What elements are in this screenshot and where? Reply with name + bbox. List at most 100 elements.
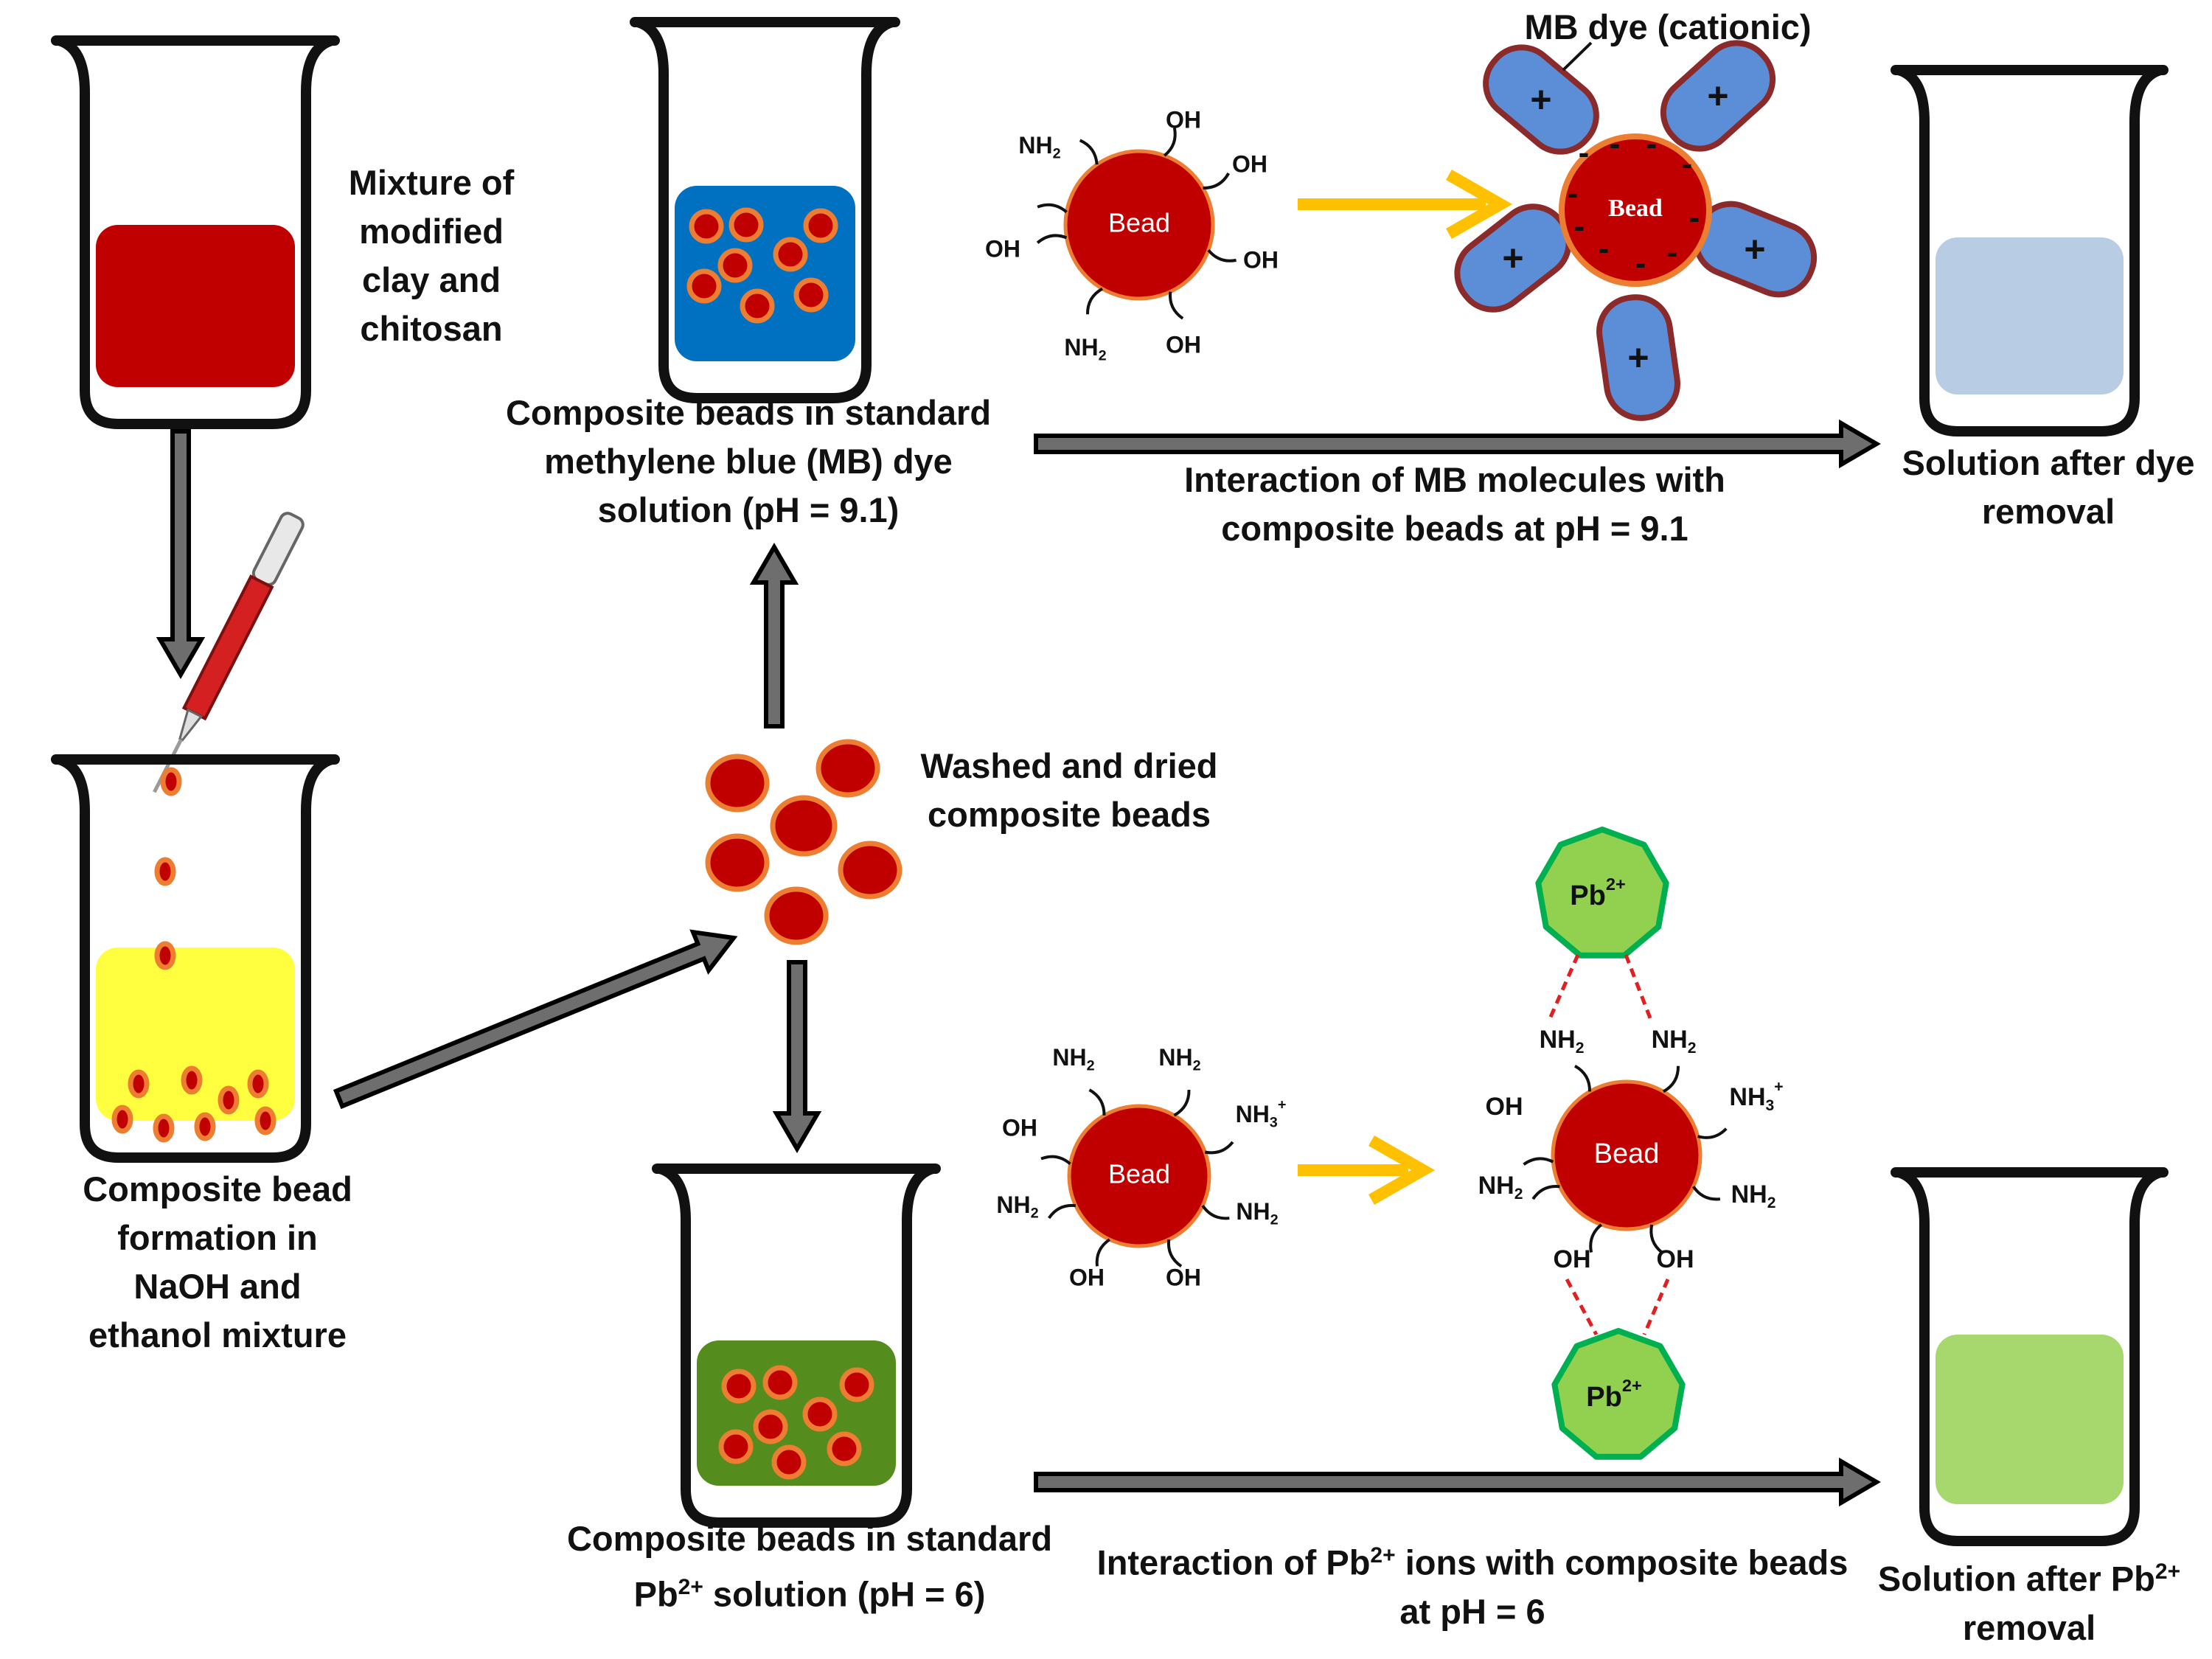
oh-group: OH	[1166, 331, 1201, 358]
oh-group: OH	[1657, 1245, 1694, 1273]
negative-charge: -	[1574, 209, 1585, 245]
mb-beaker-bead	[773, 237, 808, 272]
mb-dye-molecule: +	[1660, 40, 1776, 152]
mb-dye-molecule: +	[1483, 44, 1599, 155]
washed-bead	[838, 841, 902, 900]
process-arrow-down-2	[772, 960, 822, 1153]
dye-body	[1660, 40, 1776, 152]
functional-group-link	[1088, 1088, 1106, 1116]
oh-group: OH	[1232, 150, 1267, 177]
nh2-group: NH2	[1478, 1172, 1523, 1203]
negative-charge: -	[1667, 234, 1678, 271]
washed-bead	[705, 833, 770, 892]
negative-charge: -	[1568, 175, 1579, 212]
liquid	[1935, 237, 2124, 394]
pb-beaker-bead	[802, 1397, 838, 1432]
functional-group-link	[1173, 1090, 1191, 1117]
functional-group-link	[1040, 1155, 1071, 1166]
positive-charge: +	[1744, 229, 1765, 270]
functional-group-link	[1589, 1223, 1603, 1253]
process-arrow-diagonal	[333, 929, 738, 1110]
washed-bead	[815, 739, 880, 798]
pb-ion-bottom-label: Pb2+	[1586, 1376, 1641, 1413]
mb-beaker-bead	[728, 207, 764, 243]
negative-charge: -	[1689, 200, 1700, 236]
positive-charge: +	[1530, 79, 1551, 120]
pb-interaction-arrow	[1034, 1457, 1881, 1507]
pb-beaker-bead	[762, 1365, 798, 1400]
mb-beaker-bead	[803, 208, 838, 243]
mb-beaker-bead	[717, 248, 753, 283]
pb-beaker-caption: Composite beads in standard Pb2+ solutio…	[566, 1519, 1053, 1614]
beaker-outline	[655, 1164, 938, 1528]
mb-reaction-arrow-head	[1446, 170, 1513, 239]
pb-after-beaker	[1891, 1167, 2168, 1546]
functional-group-link	[1691, 1186, 1721, 1201]
falling-bead	[154, 941, 176, 970]
pb-beaker-bead	[753, 1409, 788, 1444]
pb-ion-top-label: Pb2+	[1570, 874, 1625, 911]
coordination-bond	[1565, 1278, 1599, 1336]
functional-group-link	[1207, 248, 1237, 262]
beaker-outline	[54, 35, 337, 429]
negative-charge: -	[1682, 146, 1693, 182]
mb-beaker-bead	[740, 288, 775, 324]
nh2-group: NH2	[1652, 1026, 1697, 1057]
functional-group-link	[1163, 128, 1177, 157]
washed-bead	[705, 754, 770, 813]
positive-charge: +	[1502, 237, 1523, 279]
settled-bead	[111, 1105, 133, 1134]
pb-beaker-bead	[718, 1429, 754, 1464]
mb-dye-molecule: +	[1596, 294, 1680, 421]
negative-charge: -	[1635, 246, 1646, 282]
beaker-outline	[54, 754, 337, 1163]
nh2-group: NH2	[1064, 334, 1106, 364]
mb-beaker-bead	[793, 277, 829, 313]
mb-interaction-arrow	[1034, 419, 1881, 469]
bead-label: Bead	[1594, 1138, 1660, 1169]
mb-after-beaker	[1891, 65, 2168, 437]
pb-beaker-bead	[771, 1444, 807, 1480]
process-arrow-up	[749, 543, 799, 728]
mb-beaker-bead	[689, 209, 724, 244]
functional-group-link	[1047, 1203, 1077, 1220]
oh-group: OH	[1166, 106, 1201, 133]
liquid	[1935, 1335, 2124, 1504]
beaker-outline	[1893, 65, 2166, 437]
nh2-group: NH2	[1731, 1180, 1776, 1211]
oh-group: OH	[1554, 1245, 1591, 1273]
dye-body	[1483, 44, 1599, 155]
pb-bead	[1067, 1104, 1211, 1248]
functional-group-link	[1531, 1184, 1560, 1200]
pb-beaker-bead	[721, 1368, 757, 1404]
functional-group-link	[1085, 287, 1104, 315]
settled-bead	[254, 1106, 276, 1135]
dye-body	[1596, 294, 1680, 421]
coordination-bond	[1642, 1279, 1670, 1335]
oh-group: OH	[1243, 246, 1279, 273]
mb-bead	[1063, 149, 1215, 301]
negative-charge: -	[1610, 126, 1621, 162]
pb-beaker-bead	[839, 1367, 874, 1402]
functional-group-link	[1037, 203, 1068, 214]
beaker-outline	[633, 17, 897, 403]
coordination-bond	[1546, 953, 1580, 1023]
oh-group: OH	[1002, 1114, 1037, 1141]
functional-group-link	[1523, 1157, 1554, 1166]
nh3-group: NH3+	[1729, 1078, 1783, 1114]
nh2-group: NH2	[1158, 1044, 1200, 1074]
negative-charge: -	[1646, 126, 1658, 162]
oh-group: OH	[1166, 1264, 1201, 1290]
pb-interaction-caption: Interaction of Pb2+ ions with composite …	[1096, 1543, 1848, 1631]
mb-dye-label: MB dye (cationic)	[1524, 7, 1812, 46]
nh2-group: NH2	[1052, 1044, 1094, 1074]
dye-label-pointer	[1562, 41, 1593, 72]
settled-bead	[247, 1069, 269, 1099]
coordination-bond	[1624, 954, 1654, 1023]
nh3-group: NH3+	[1236, 1097, 1287, 1131]
mixture-beaker	[51, 35, 340, 429]
